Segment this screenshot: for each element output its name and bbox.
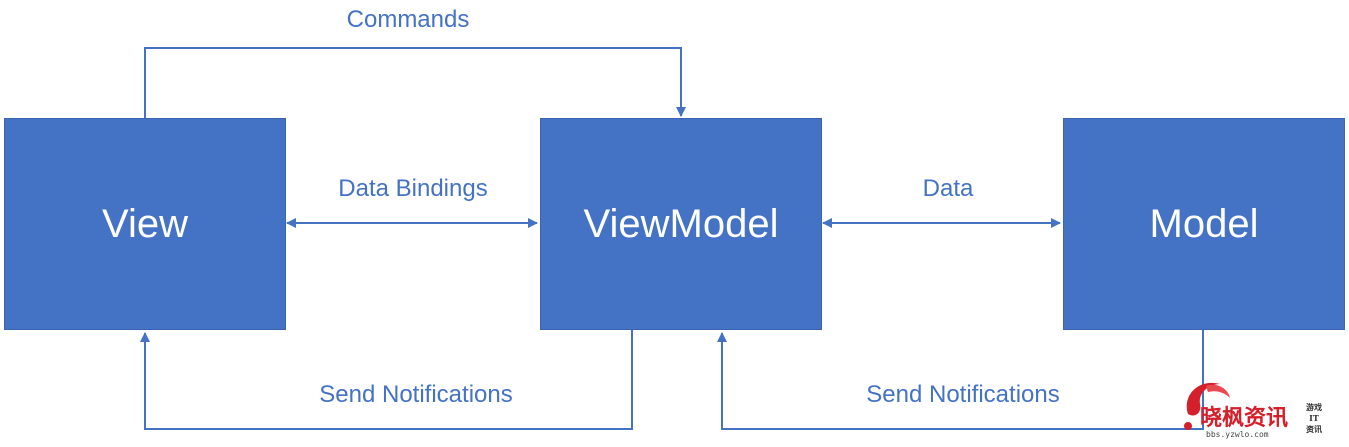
notify-view-connector: [140, 329, 633, 430]
watermark-swirl-icon: [1184, 382, 1230, 430]
watermark-brand: 晓枫资讯: [1200, 406, 1289, 431]
watermark-url: bbs.yzwlo.com: [1206, 430, 1269, 439]
viewmodel-box: ViewModel: [540, 118, 822, 330]
commands-connector: [144, 47, 686, 118]
view-box: View: [4, 118, 286, 330]
data-bindings-label: Data Bindings: [338, 175, 488, 202]
viewmodel-box-label: ViewModel: [583, 201, 779, 246]
watermark-side-line1: 游戏: [1306, 402, 1322, 412]
watermark-side-text: 游戏 IT 资讯: [1304, 402, 1324, 435]
send-notifications-view-label: Send Notifications: [319, 381, 513, 408]
model-box: Model: [1063, 118, 1345, 330]
send-notifications-model-label: Send Notifications: [866, 381, 1060, 408]
model-box-label: Model: [1149, 201, 1259, 246]
view-box-label: View: [102, 201, 188, 246]
data-label: Data: [922, 175, 974, 202]
watermark-side-line3: 资讯: [1306, 424, 1322, 434]
notify-viewmodel-connector: [717, 329, 1204, 430]
watermark-side-line2: IT: [1309, 413, 1319, 423]
watermark-logo: 晓枫资讯 bbs.yzwlo.com 游戏 IT 资讯: [1172, 372, 1344, 444]
commands-label: Commands: [346, 6, 470, 33]
